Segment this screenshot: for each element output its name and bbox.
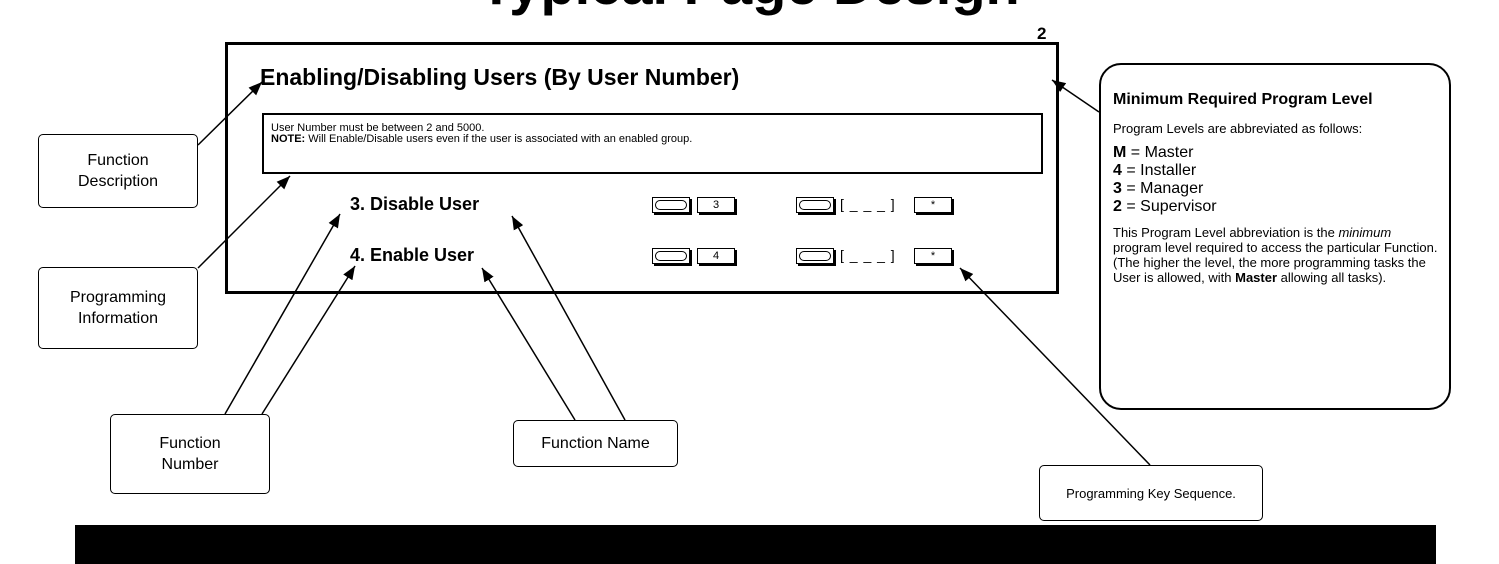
function-title: Enabling/Disabling Users (By User Number… <box>260 64 740 90</box>
info-line-1: User Number must be between 2 and 5000. <box>271 122 485 134</box>
function-name-enable: 4. Enable User <box>350 245 475 265</box>
arrow-function-number-4 <box>261 265 356 415</box>
program-level-panel: Minimum Required Program Level Program L… <box>1099 63 1451 410</box>
callout-function-name: Function Name <box>513 420 678 467</box>
arrow-function-name-enable <box>481 267 576 421</box>
level-row: 3 = Manager <box>1113 180 1204 197</box>
program-key-icon[interactable] <box>652 248 690 264</box>
entry-placeholder: [ _ _ _ ] <box>840 196 896 212</box>
star-key[interactable]: * <box>914 197 952 213</box>
bottom-bar <box>75 525 1436 564</box>
arrow-programming-information <box>197 175 291 269</box>
program-key-icon[interactable] <box>652 197 690 213</box>
page-title: Typical Page Design <box>0 0 1499 30</box>
digit-key-3[interactable]: 3 <box>697 197 735 213</box>
level-row: 2 = Supervisor <box>1113 198 1217 215</box>
function-box <box>225 42 1059 294</box>
digit-key-4[interactable]: 4 <box>697 248 735 264</box>
info-note: NOTE: Will Enable/Disable users even if … <box>271 134 1041 145</box>
callout-key-sequence: Programming Key Sequence. <box>1039 465 1263 521</box>
entry-placeholder: [ _ _ _ ] <box>840 247 896 263</box>
level-row: 4 = Installer <box>1113 162 1197 179</box>
arrow-function-number-3 <box>224 213 341 415</box>
info-note-label: NOTE: <box>271 133 306 145</box>
info-note-text: Will Enable/Disable users even if the us… <box>305 133 693 145</box>
arrow-key-sequence <box>959 267 1151 466</box>
callout-function-description: Function Description <box>38 134 198 208</box>
program-key-icon[interactable] <box>796 248 834 264</box>
level-panel-explanation: This Program Level abbreviation is the m… <box>1113 225 1438 285</box>
star-key[interactable]: * <box>914 248 952 264</box>
programming-information-box: User Number must be between 2 and 5000. … <box>262 113 1043 174</box>
function-name-disable: 3. Disable User <box>350 194 480 214</box>
program-level-number: 2 <box>1037 24 1047 43</box>
arrow-function-description <box>197 81 263 146</box>
level-panel-subtitle: Program Levels are abbreviated as follow… <box>1113 121 1363 136</box>
arrow-program-level <box>1051 79 1100 113</box>
callout-function-number: Function Number <box>110 414 270 494</box>
program-key-icon[interactable] <box>796 197 834 213</box>
level-panel-title: Minimum Required Program Level <box>1113 91 1373 108</box>
arrow-function-name-disable <box>511 215 626 421</box>
callout-programming-information: Programming Information <box>38 267 198 349</box>
level-row: M = Master <box>1113 144 1194 161</box>
